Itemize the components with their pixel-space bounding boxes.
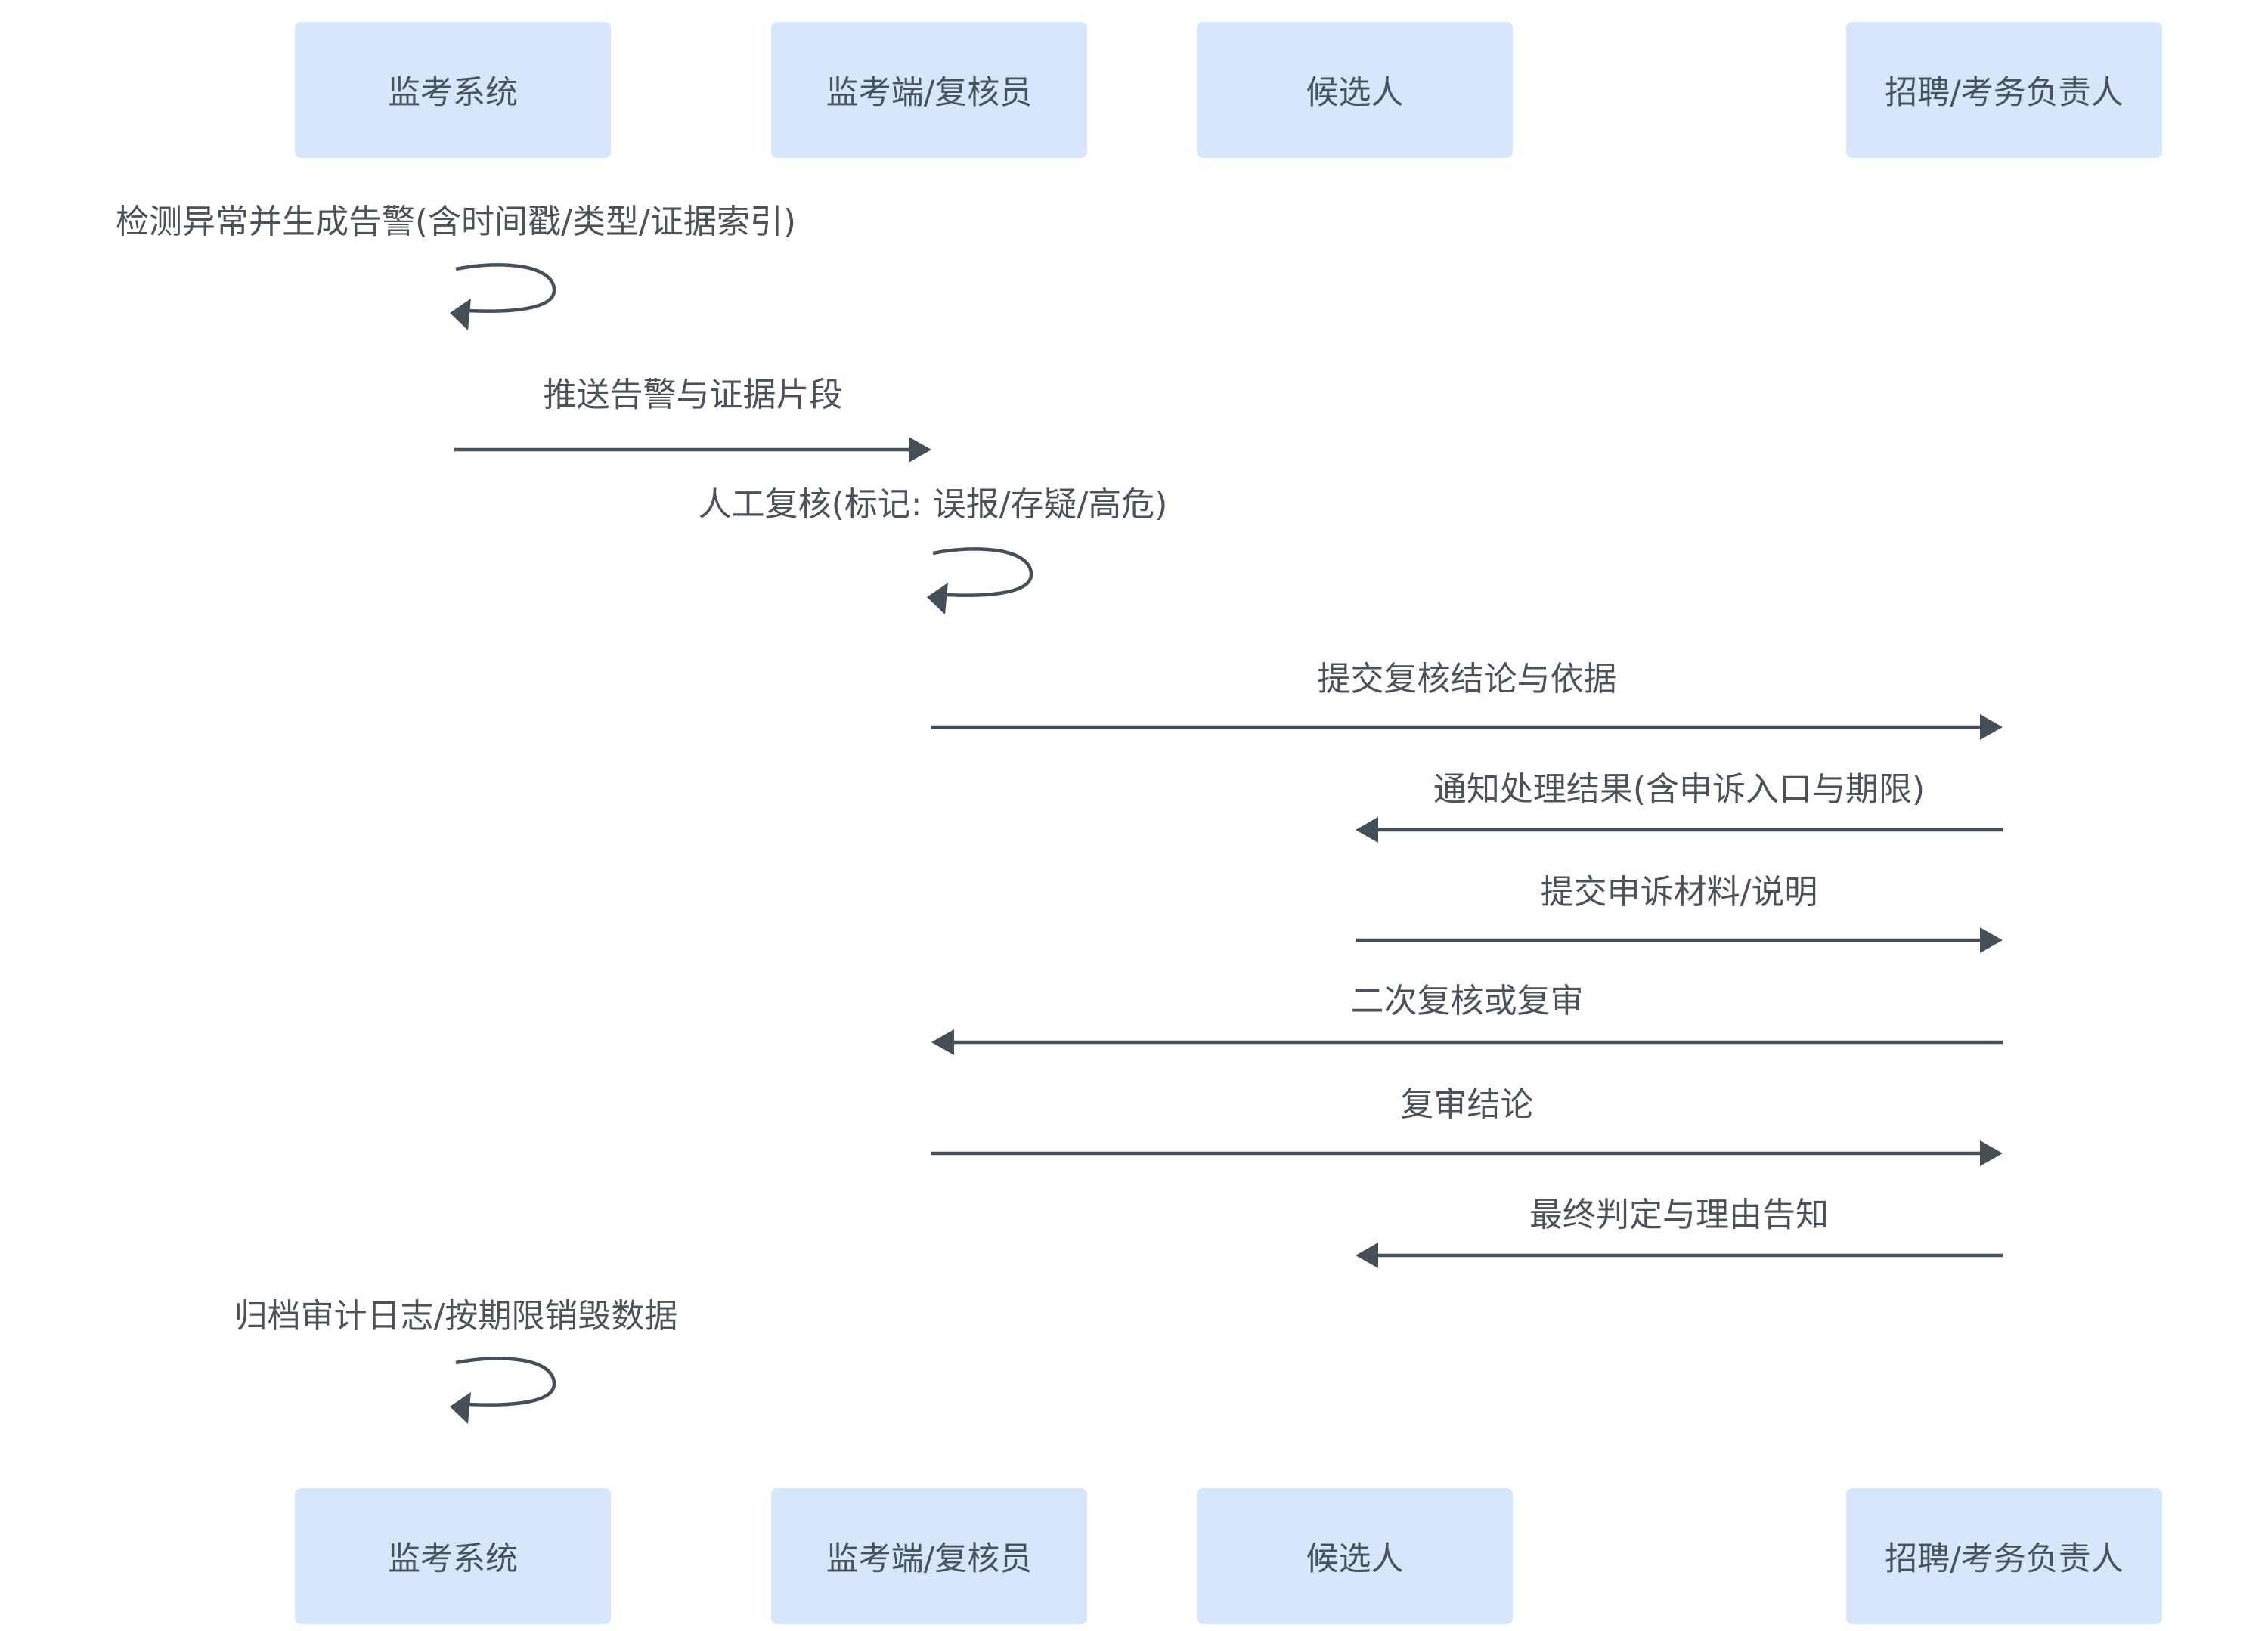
message-arrow-7 (931, 1029, 2003, 1055)
participant-label: 招聘/考务负责人 (1885, 74, 2124, 112)
arrowhead-icon (1980, 927, 2003, 953)
arrowhead-icon (1980, 714, 2003, 740)
message-label-10: 归档审计日志/按期限销毁数据 (234, 1297, 678, 1335)
message-arrow-10 (450, 1357, 556, 1424)
participant-bottom-system: 监考系统 (295, 1488, 611, 1624)
participant-top-manager: 招聘/考务负责人 (1846, 22, 2162, 158)
participant-top-system: 监考系统 (295, 22, 611, 158)
message-arrow-4 (931, 714, 2003, 740)
participant-label: 监考端/复核员 (826, 1540, 1033, 1578)
self-loop-line (455, 263, 556, 313)
message-label-4: 提交复核结论与依据 (1317, 660, 1617, 698)
message-label-8: 复审结论 (1400, 1085, 1534, 1124)
participant-label: 监考系统 (388, 74, 518, 112)
arrowhead-icon (927, 583, 948, 614)
arrowhead-icon (931, 1029, 954, 1055)
arrowhead-icon (450, 299, 471, 330)
self-loop-line (932, 547, 1033, 597)
participant-label: 候选人 (1306, 74, 1404, 112)
message-label-5: 通知处理结果(含申诉入口与期限) (1433, 770, 1926, 809)
participant-label: 监考系统 (388, 1540, 518, 1578)
participant-bottom-manager: 招聘/考务负责人 (1846, 1488, 2162, 1624)
message-label-7: 二次复核或复审 (1350, 982, 1584, 1020)
message-arrow-3 (927, 547, 1033, 614)
arrowhead-icon (1356, 1243, 1378, 1268)
message-label-9: 最终判定与理由告知 (1529, 1196, 1829, 1234)
arrowhead-icon (450, 1392, 471, 1424)
participant-bottom-candidate: 候选人 (1197, 1488, 1513, 1624)
arrowhead-icon (1980, 1140, 2003, 1166)
message-arrows (450, 263, 2003, 1424)
participant-label: 候选人 (1306, 1540, 1404, 1578)
message-arrow-1 (450, 263, 556, 330)
participant-label: 监考端/复核员 (826, 74, 1033, 112)
arrowhead-icon (909, 437, 931, 463)
message-label-3: 人工复核(标记: 误报/存疑/高危) (698, 485, 1168, 524)
message-arrow-6 (1356, 927, 2003, 953)
participant-label: 招聘/考务负责人 (1885, 1540, 2124, 1578)
participant-top-reviewer: 监考端/复核员 (771, 22, 1087, 158)
message-arrow-9 (1356, 1243, 2003, 1268)
message-label-6: 提交申诉材料/说明 (1540, 873, 1818, 911)
arrowhead-icon (1356, 817, 1378, 843)
participant-top-candidate: 候选人 (1197, 22, 1513, 158)
participant-bottom-reviewer: 监考端/复核员 (771, 1488, 1087, 1624)
self-loop-line (455, 1357, 556, 1407)
message-arrow-8 (931, 1140, 2003, 1166)
message-arrow-5 (1356, 817, 2003, 843)
message-arrow-2 (454, 437, 931, 463)
message-label-1: 检测异常并生成告警(含时间戳/类型/证据索引) (116, 203, 796, 241)
message-label-2: 推送告警与证据片段 (543, 376, 843, 414)
